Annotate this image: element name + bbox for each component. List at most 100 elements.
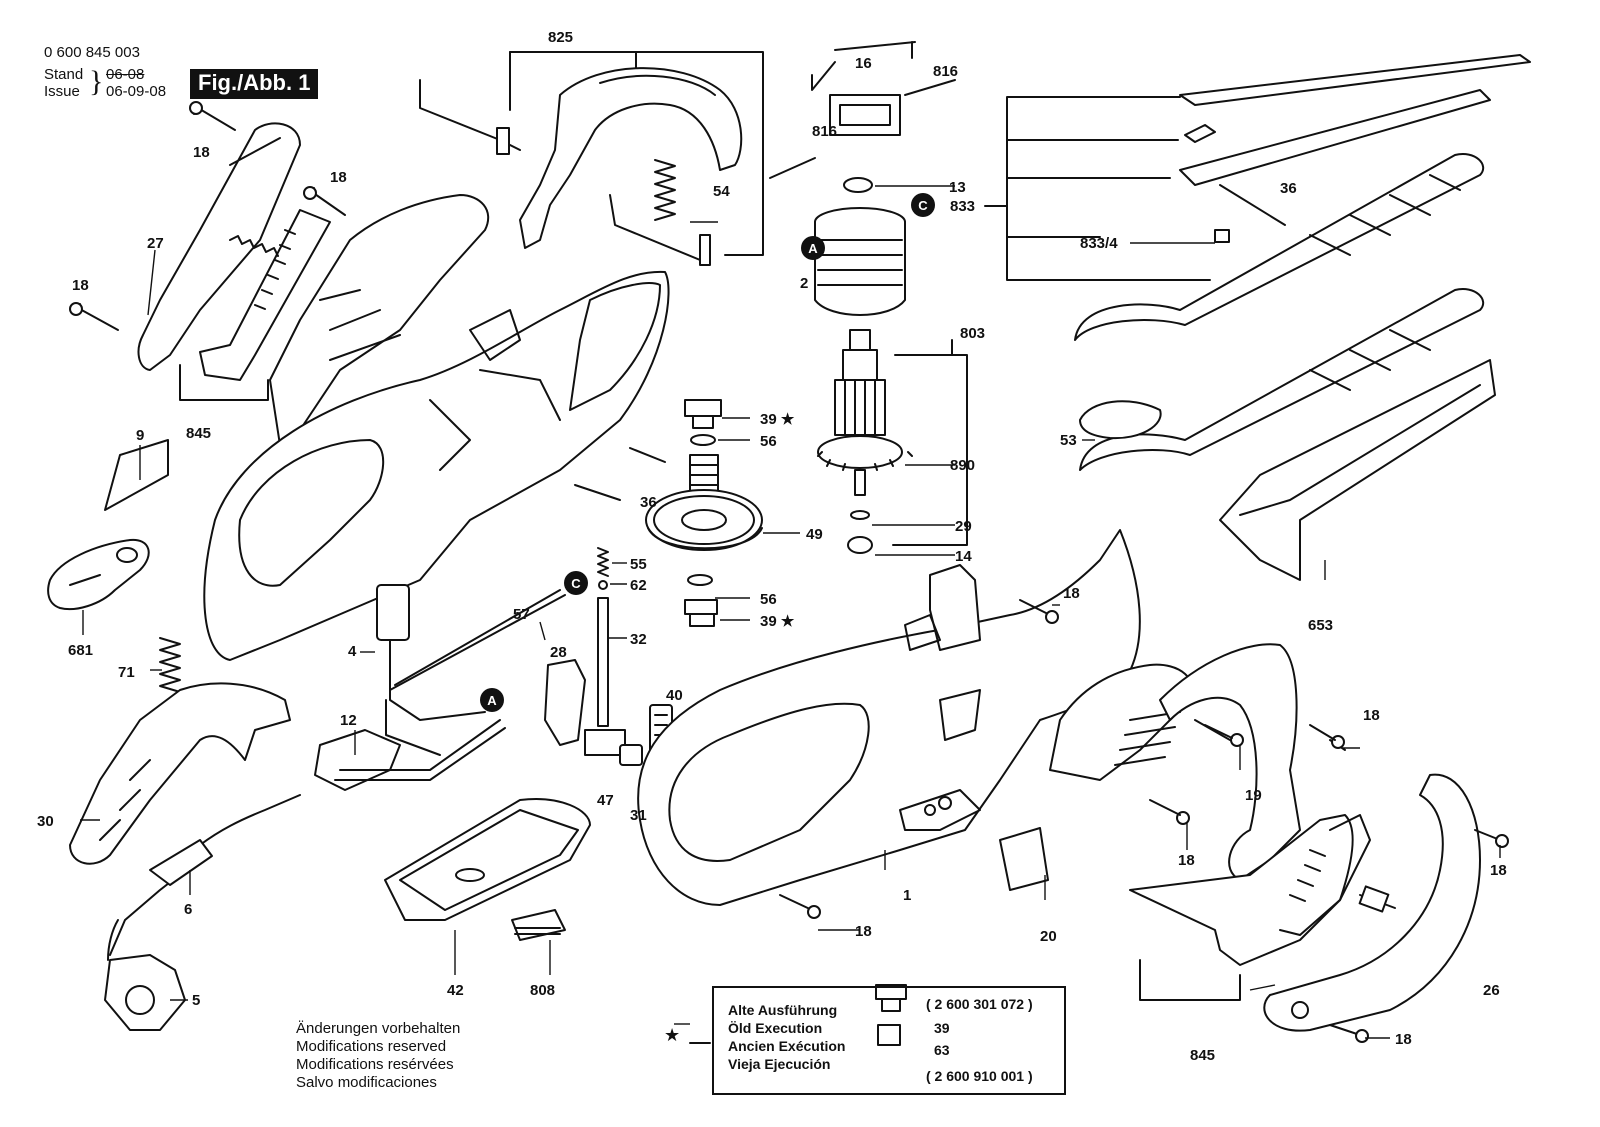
pn-5: 5 [192, 992, 200, 1009]
callout-a-wire [480, 688, 504, 712]
washer-62 [598, 580, 608, 590]
pn-53: 53 [1060, 432, 1077, 449]
screw-18-i [1355, 1029, 1369, 1043]
callout-a-motor [801, 236, 825, 260]
pn-18-i: 18 [1395, 1031, 1412, 1048]
bushing-39-a [684, 399, 722, 429]
note-de: Änderungen vorbehalten [296, 1020, 461, 1037]
pn-808: 808 [530, 982, 555, 999]
pn-19: 19 [1245, 787, 1262, 804]
housing-1 [637, 529, 1141, 906]
spring-71 [159, 637, 181, 693]
callout-c-motor [911, 193, 935, 217]
callout-a-wire-label: A [487, 693, 497, 708]
legend-code-old: ( 2 600 301 072 ) [926, 996, 1033, 1012]
housing-half-left [203, 270, 670, 661]
pn-816-left: 816 [812, 123, 837, 140]
pn-55: 55 [630, 556, 647, 573]
switch-rod-bottom [609, 194, 706, 263]
legend-star: ★ [664, 1025, 681, 1045]
pn-29: 29 [955, 518, 972, 535]
pn-36-right: 36 [1280, 180, 1297, 197]
plug-5 [104, 954, 186, 1031]
pn-803: 803 [960, 325, 985, 342]
pn-845-left: 845 [186, 425, 211, 442]
callout-c-motor-label: C [918, 198, 928, 213]
pn-31: 31 [630, 807, 647, 824]
pn-47: 47 [597, 792, 614, 809]
pn-1: 1 [903, 887, 911, 904]
pn-18-e: 18 [855, 923, 872, 940]
pn-18-h: 18 [1490, 862, 1507, 879]
pn-71: 71 [118, 664, 135, 681]
stator-2 [814, 221, 906, 316]
pn-54: 54 [713, 183, 730, 200]
blade-guard-653 [1219, 359, 1496, 581]
pn-49: 49 [806, 526, 823, 543]
modification-notes: Änderungen vorbehalten Modifications res… [296, 1020, 460, 1092]
pn-18-c: 18 [72, 277, 89, 294]
rear-guard [1159, 643, 1301, 881]
label-20 [999, 827, 1049, 891]
pn-20: 20 [1040, 928, 1057, 945]
legend-bushing-39 [875, 984, 907, 1012]
switch-4 [376, 584, 410, 641]
screw-18-e [779, 894, 813, 911]
pn-36-left: 36 [640, 494, 657, 511]
note-fr: Modifications resérvées [296, 1056, 454, 1073]
grip-30 [69, 682, 291, 865]
pn-6: 6 [184, 901, 192, 918]
bracket-28 [544, 659, 586, 746]
pn-39-bottom: 39 ★ [760, 613, 795, 630]
bracket-845-left [179, 364, 269, 401]
pn-845-right: 845 [1190, 1047, 1215, 1064]
legend-line-1: Alte Ausführung [728, 1002, 838, 1018]
fan-890 [817, 435, 903, 469]
pn-32: 32 [630, 631, 647, 648]
pn-18-f: 18 [1363, 707, 1380, 724]
legend-line-2: Öld Execution [728, 1020, 823, 1036]
pn-62: 62 [630, 577, 647, 594]
washer-56-b [687, 574, 713, 586]
rail-top [1179, 54, 1531, 106]
pn-9: 9 [136, 427, 144, 444]
pn-30: 30 [37, 813, 54, 830]
armature-803 [849, 329, 871, 351]
pn-4: 4 [348, 643, 357, 660]
pn-18-b: 18 [330, 169, 347, 186]
cable-6 [199, 794, 301, 846]
bracket-833 [1006, 96, 1211, 281]
spring-55 [597, 547, 609, 577]
screw-19 [1230, 733, 1244, 747]
pn-825: 825 [548, 29, 573, 46]
issue-label: Issue [44, 83, 80, 100]
handle-cover-27 [137, 122, 301, 371]
pn-56-bottom: 56 [760, 591, 777, 608]
pn-12: 12 [340, 712, 357, 729]
cover-42 [384, 798, 591, 921]
legend-line-3: Ancien Exécution [728, 1038, 846, 1054]
blade-holder [1179, 89, 1491, 186]
pn-40: 40 [666, 687, 683, 704]
washer-56-a [690, 434, 716, 446]
washer-53 [1079, 400, 1162, 440]
screw-18-f [1331, 735, 1345, 749]
pn-816-top: 816 [933, 63, 958, 80]
screw-833-4 [1214, 229, 1230, 243]
legend-part-new: 63 [934, 1042, 950, 1058]
figure-label: Fig./Abb. 1 [190, 69, 319, 99]
legend-code-new: ( 2 600 910 001 ) [926, 1068, 1033, 1084]
part-numbers: 825 16 816 816 13 2 803 890 29 14 833 83… [37, 29, 1507, 1064]
screw-18-d [1019, 599, 1051, 616]
bracket-845-right [1139, 959, 1241, 1001]
note-en: Modifications reserved [296, 1038, 447, 1055]
bearing-13 [843, 177, 873, 193]
callout-c-wire-label: C [571, 576, 581, 591]
blade-upper [1074, 153, 1485, 341]
bracket-803 [892, 354, 968, 546]
label-808 [511, 909, 566, 941]
legend-bushing-63 [877, 1024, 901, 1046]
callout-a-motor-label: A [808, 241, 818, 256]
